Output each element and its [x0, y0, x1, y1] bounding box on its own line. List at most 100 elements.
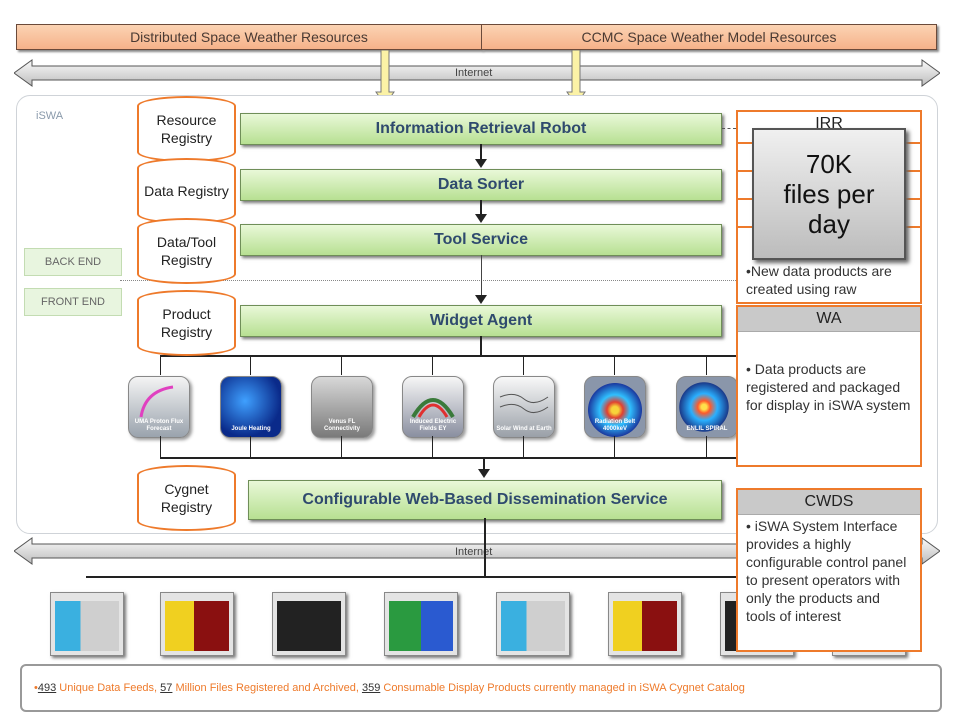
popup-line-2: files per [783, 179, 875, 209]
data-sorter-label: Data Sorter [437, 176, 525, 193]
product-registry-label: Product Registry [160, 306, 213, 340]
backend-frontend-divider [120, 280, 740, 281]
flow-line-irr-sorter [480, 144, 482, 160]
arrow-head-widget-agent [475, 295, 487, 304]
wa-callout-text: • Data products are registered and packa… [746, 361, 911, 413]
cwds-down-line [484, 518, 486, 576]
irr-label: Information Retrieval Robot [375, 120, 587, 137]
collect-line [160, 457, 738, 459]
collect-line-3 [341, 436, 342, 458]
stats-footer: • 493 Unique Data Feeds, 57 Million File… [20, 664, 942, 712]
operator-screen-3[interactable] [272, 592, 346, 656]
widget-drop-1 [160, 355, 161, 375]
wa-callout-title: WA [738, 307, 920, 332]
widget-caption: UMA Proton Flux Forecast [134, 419, 184, 432]
files-text: Million Files Registered and Archived, [172, 682, 362, 694]
irr-connector [722, 128, 736, 129]
flow-line-sorter-tool [480, 200, 482, 215]
operator-screen-1[interactable] [50, 592, 124, 656]
solar-wind-graphic [499, 393, 549, 413]
proton-flux-graphic [139, 385, 174, 418]
widget-uma-proton-flux[interactable]: UMA Proton Flux Forecast [128, 376, 190, 438]
widget-caption: Induced Electric Fields EY [409, 419, 457, 432]
back-end-label: BACK END [24, 248, 122, 276]
tool-service-text: •New data products are created using raw [746, 263, 892, 297]
front-end-label: FRONT END [24, 288, 122, 316]
widget-distribution-line [160, 355, 738, 357]
data-registry: Data Registry [137, 158, 236, 224]
arrow-head-sorter [475, 159, 487, 168]
widget-caption: Radiation Belt 4000keV [594, 419, 636, 432]
ccmc-resources-bar: CCMC Space Weather Model Resources [481, 24, 937, 50]
iswa-region-label: iSWA [36, 110, 64, 122]
collect-line-4 [432, 436, 433, 458]
cwds-callout-text: • iSWA System Interface provides a highl… [746, 518, 907, 624]
operator-screen-4[interactable] [384, 592, 458, 656]
widget-drop-3 [341, 355, 342, 375]
widget-agent-bar: Widget Agent [240, 305, 722, 337]
collect-line-2 [250, 436, 251, 458]
products-count: 359 [361, 682, 381, 694]
cwds-label: Configurable Web-Based Dissemination Ser… [302, 491, 668, 508]
widget-enlil-spiral[interactable]: ENLIL SPIRAL [676, 376, 738, 438]
widget-caption: Solar Wind at Earth [496, 426, 552, 432]
products-text: Consumable Display Products currently ma… [380, 682, 745, 694]
internet-label-top: Internet [455, 67, 493, 79]
arrow-head-cwds [478, 469, 490, 478]
distributed-resources-bar: Distributed Space Weather Resources [16, 24, 482, 50]
screen-distribution-line [86, 576, 872, 578]
tool-service-label: Tool Service [434, 231, 528, 248]
collect-line-5 [523, 436, 524, 458]
widget-joule-heating[interactable]: Joule Heating [220, 376, 282, 438]
widget-radiation-belt[interactable]: Radiation Belt 4000keV [584, 376, 646, 438]
widget-drop-4 [432, 355, 433, 375]
product-registry: Product Registry [137, 290, 236, 356]
widget-agent-down-line [480, 336, 482, 356]
collect-line-1 [160, 436, 161, 458]
arrow-head-tool [475, 214, 487, 223]
widget-drop-2 [250, 355, 251, 375]
widget-solar-wind[interactable]: Solar Wind at Earth [493, 376, 555, 438]
datatool-registry-label: Data/Tool Registry [156, 234, 217, 268]
widget-caption: ENLIL SPIRAL [686, 426, 728, 432]
data-sorter-bar: Data Sorter [240, 169, 722, 201]
tool-service-bar: Tool Service [240, 224, 722, 256]
operator-screen-6[interactable] [608, 592, 682, 656]
widget-drop-6 [614, 355, 615, 375]
operator-screen-5[interactable] [496, 592, 570, 656]
popup-line-1: 70K [805, 149, 853, 179]
widget-caption: Joule Heating [231, 426, 271, 432]
widget-venus-fl[interactable]: Venus FL Connectivity [311, 376, 373, 438]
flow-line-tool-widget [481, 255, 482, 296]
widget-caption: Venus FL Connectivity [323, 419, 360, 432]
cwds-bar: Configurable Web-Based Dissemination Ser… [248, 480, 722, 520]
cwds-callout-title: CWDS [738, 490, 920, 515]
widget-drop-5 [523, 355, 524, 375]
cwds-callout: CWDS • iSWA System Interface provides a … [736, 488, 922, 652]
internet-arrow-bottom [14, 537, 940, 565]
widget-agent-label: Widget Agent [429, 312, 533, 329]
ccmc-resources-label: CCMC Space Weather Model Resources [581, 29, 837, 45]
distributed-resources-label: Distributed Space Weather Resources [130, 29, 368, 45]
widget-induced-efields[interactable]: Induced Electric Fields EY [402, 376, 464, 438]
data-registry-label: Data Registry [144, 183, 229, 199]
wa-callout: WA • Data products are registered and pa… [736, 305, 922, 467]
cygnet-registry-label: Cygnet Registry [160, 481, 213, 515]
data-feeds-text: Unique Data Feeds, [56, 682, 161, 694]
internet-arrow-top [14, 59, 940, 87]
irr-bar: Information Retrieval Robot [240, 113, 722, 145]
footer-bullet: • [34, 682, 38, 694]
data-feeds-count: 493 [37, 682, 57, 694]
popup-line-3: day [808, 209, 850, 239]
collect-line-6 [614, 436, 615, 458]
resource-registry: Resource Registry [137, 96, 236, 162]
resource-registry-label: Resource Registry [156, 112, 217, 146]
widget-drop-7 [706, 355, 707, 375]
datatool-registry: Data/Tool Registry [137, 218, 236, 284]
files-per-day-popup: 70K files per day [752, 128, 906, 260]
collect-down-line [483, 458, 485, 470]
files-count: 57 [160, 682, 173, 694]
collect-line-7 [706, 436, 707, 458]
operator-screen-2[interactable] [160, 592, 234, 656]
efield-graphic [411, 398, 455, 419]
